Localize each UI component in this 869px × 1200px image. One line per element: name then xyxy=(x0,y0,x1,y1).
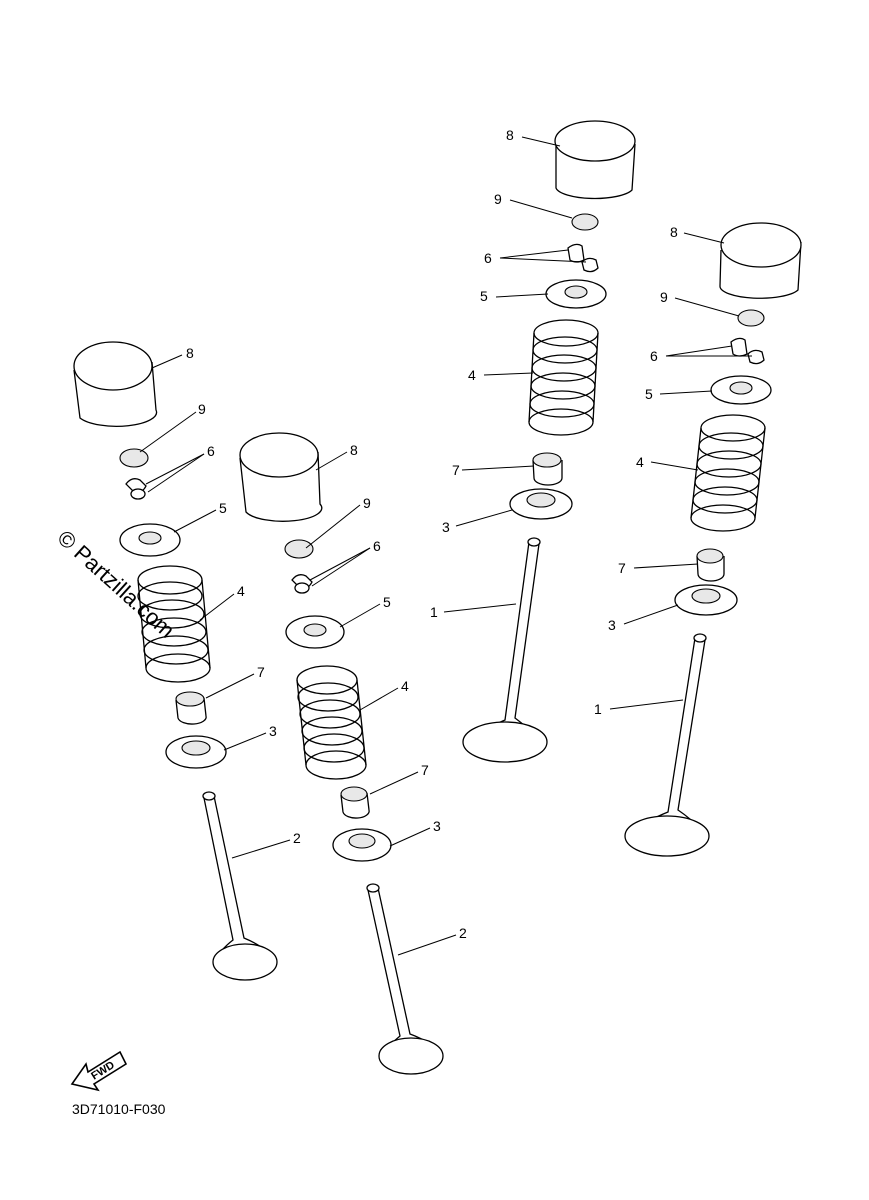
spring-a xyxy=(137,565,211,683)
callout-6-a: 6 xyxy=(207,443,215,459)
callout-7-a: 7 xyxy=(257,664,265,680)
valve-stack-b xyxy=(239,432,444,1075)
valve-c xyxy=(462,537,548,763)
callout-2-a: 2 xyxy=(293,830,301,846)
shim-a xyxy=(119,448,149,468)
tappet-b xyxy=(239,432,323,522)
callout-7-d: 7 xyxy=(618,560,626,576)
callout-7-c: 7 xyxy=(452,462,460,478)
callout-8-c: 8 xyxy=(506,127,514,143)
callout-5-b: 5 xyxy=(383,594,391,610)
spring-seat-b xyxy=(332,828,392,862)
tappet-a xyxy=(73,341,158,427)
callout-4-c: 4 xyxy=(468,367,476,383)
retainer-c xyxy=(545,279,607,309)
spring-seat-d xyxy=(674,584,738,616)
callout-9-b: 9 xyxy=(363,495,371,511)
shim-c xyxy=(571,213,599,231)
shim-b xyxy=(284,539,314,559)
tappet-d xyxy=(719,222,802,299)
cotter-c xyxy=(567,243,599,273)
callout-6-b: 6 xyxy=(373,538,381,554)
callout-4-a: 4 xyxy=(237,583,245,599)
leader-lines xyxy=(139,136,752,956)
callout-7-b: 7 xyxy=(421,762,429,778)
callout-1-d: 1 xyxy=(594,701,602,717)
stem-seal-d xyxy=(696,548,725,582)
spring-seat-a xyxy=(165,735,227,769)
callout-4-b: 4 xyxy=(401,678,409,694)
valve-d xyxy=(624,633,710,857)
callout-1-c: 1 xyxy=(430,604,438,620)
valve-stack-c xyxy=(462,120,636,763)
valve-stack-a xyxy=(73,341,278,981)
valve-a xyxy=(202,791,278,981)
callout-3-b: 3 xyxy=(433,818,441,834)
cotter-b xyxy=(291,574,313,594)
callout-9-d: 9 xyxy=(660,289,668,305)
callout-3-a: 3 xyxy=(269,723,277,739)
retainer-d xyxy=(710,375,772,405)
retainer-a xyxy=(119,523,181,557)
cotter-d xyxy=(730,337,765,365)
drawing-code: 3D71010-F030 xyxy=(72,1101,166,1117)
callout-6-c: 6 xyxy=(484,250,492,266)
tappet-c xyxy=(554,120,636,200)
callout-3-c: 3 xyxy=(442,519,450,535)
shim-d xyxy=(737,309,765,327)
valve-b xyxy=(366,883,444,1075)
callout-8-d: 8 xyxy=(670,224,678,240)
spring-b xyxy=(296,665,367,780)
stem-seal-b xyxy=(340,786,370,819)
callout-9-c: 9 xyxy=(494,191,502,207)
stem-seal-a xyxy=(175,691,207,725)
valve-stack-d xyxy=(624,222,802,857)
callout-4-d: 4 xyxy=(636,454,644,470)
retainer-b xyxy=(285,615,345,649)
callout-8-b: 8 xyxy=(350,442,358,458)
callout-5-c: 5 xyxy=(480,288,488,304)
spring-seat-c xyxy=(509,488,573,520)
callout-3-d: 3 xyxy=(608,617,616,633)
callout-9-a: 9 xyxy=(198,401,206,417)
spring-c xyxy=(528,319,599,436)
callout-5-d: 5 xyxy=(645,386,653,402)
callout-2-b: 2 xyxy=(459,925,467,941)
callout-6-d: 6 xyxy=(650,348,658,364)
spring-d xyxy=(690,414,766,532)
cotter-a xyxy=(125,478,147,500)
callout-8-a: 8 xyxy=(186,345,194,361)
callout-labels: 8 9 6 5 4 7 3 2 8 9 6 5 4 7 3 2 8 9 6 5 … xyxy=(186,127,678,941)
callout-5-a: 5 xyxy=(219,500,227,516)
fwd-arrow-icon: FWD xyxy=(70,1050,128,1092)
stem-seal-c xyxy=(532,452,563,486)
